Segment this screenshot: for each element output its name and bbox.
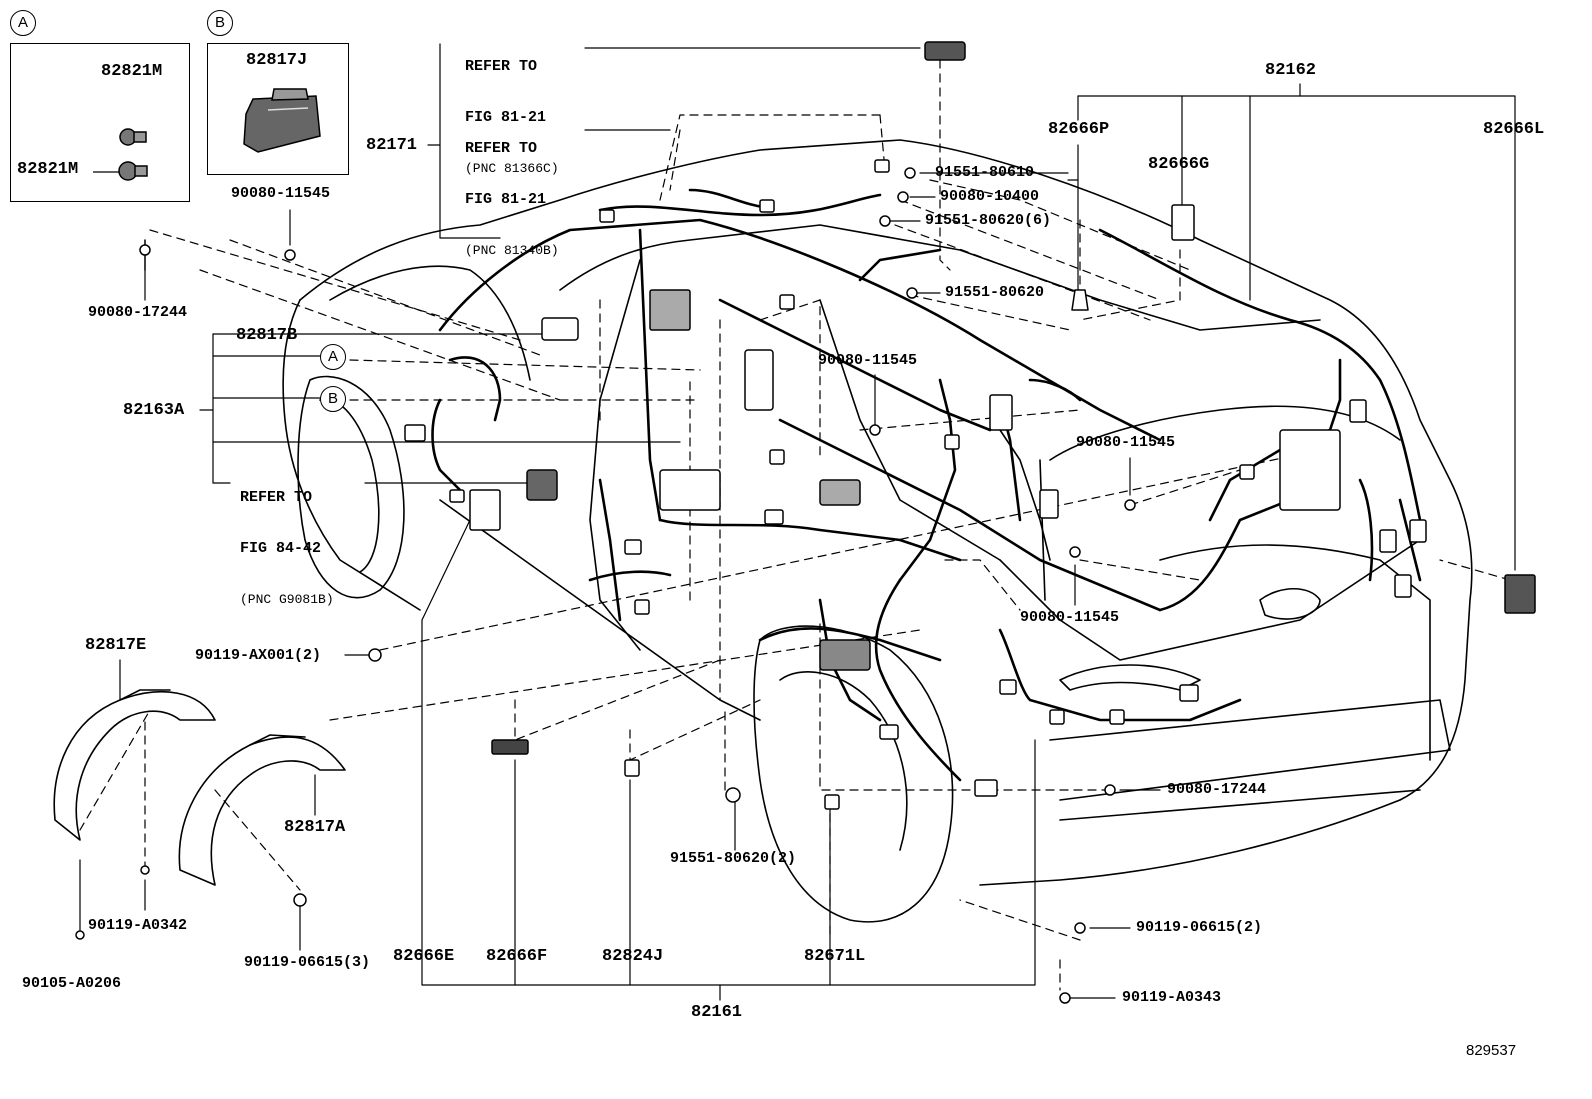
leader-lines [79, 59, 1511, 991]
callout-b-marker: B [320, 386, 346, 412]
fastener-label-91551-80610: 91551-80610 [935, 164, 1035, 181]
inset-b-part [243, 88, 321, 153]
fastener-label-90080-11545: 90080-11545 [1020, 609, 1120, 626]
inset-b-frame [207, 43, 349, 175]
part-label-82171: 82171 [366, 136, 418, 155]
reference-line3: (PNC G9081B) [240, 592, 334, 607]
fastener-label-91551-80620-6: 91551-80620(6) [925, 212, 1052, 229]
inset-b-marker: B [207, 10, 233, 36]
figure-number: 829537 [1466, 1042, 1517, 1059]
inset-a-frame [10, 43, 190, 202]
part-label-82821m-top: 82821M [101, 62, 163, 81]
fastener-label-90080-17244: 90080-17244 [1167, 781, 1267, 798]
fastener-label-90119-06615-3: 90119-06615(3) [244, 954, 371, 971]
reference-line3: (PNC 81340B) [465, 243, 559, 258]
fastener-label-90080-11545: 90080-11545 [818, 352, 918, 369]
part-label-82666e: 82666E [393, 947, 455, 966]
fastener-label-90080-10400: 90080-10400 [940, 188, 1040, 205]
callout-a-marker: A [320, 344, 346, 370]
part-label-82666l: 82666L [1483, 120, 1545, 139]
fastener-label-90080-11545: 90080-11545 [1076, 434, 1176, 451]
inset-a-marker: A [10, 10, 36, 36]
reference-line3: (PNC 81366C) [465, 161, 559, 176]
fastener-label-91551-80620: 91551-80620 [945, 284, 1045, 301]
part-label-82821m-bottom: 82821M [17, 160, 79, 179]
fastener-label-90119-a0342: 90119-A0342 [88, 917, 188, 934]
reference-line2: FIG 81-21 [465, 191, 547, 208]
part-label-82162: 82162 [1265, 61, 1317, 80]
part-label-82817a: 82817A [284, 818, 346, 837]
part-label-82817e: 82817E [85, 636, 147, 655]
part-label-82824j: 82824J [602, 947, 664, 966]
part-label-82666p: 82666P [1048, 120, 1110, 139]
part-label-82817j: 82817J [246, 51, 308, 70]
part-label-82161: 82161 [691, 1003, 743, 1022]
fastener-label-90119-a0343: 90119-A0343 [1122, 989, 1222, 1006]
fastener-label-90080-17244: 90080-17244 [88, 304, 188, 321]
fender-liners [53, 689, 346, 886]
part-label-82163a: 82163A [123, 401, 185, 420]
reference-line1: REFER TO [465, 140, 538, 157]
reference-fig-84-42: REFER TO FIG 84-42 (PNC G9081B) [240, 455, 334, 642]
reference-line1: REFER TO [465, 58, 538, 75]
part-label-82817b: 82817B [236, 326, 298, 345]
fastener-label-90119-06615-2: 90119-06615(2) [1136, 919, 1263, 936]
inset-a-parts [93, 128, 148, 181]
part-label-82666g: 82666G [1148, 155, 1210, 174]
part-label-82671l: 82671L [804, 947, 866, 966]
vehicle-body-outline [282, 139, 1473, 923]
reference-line2: FIG 81-21 [465, 109, 547, 126]
reference-fig-81-21-b: REFER TO FIG 81-21 (PNC 81340B) [465, 106, 559, 293]
part-label-82666f: 82666F [486, 947, 548, 966]
reference-line1: REFER TO [240, 489, 313, 506]
reference-line2: FIG 84-42 [240, 540, 322, 557]
fastener-label-91551-80620-2: 91551-80620(2) [670, 850, 797, 867]
reference-fig-81-21-a: REFER TO FIG 81-21 (PNC 81366C) [465, 24, 559, 211]
fastener-label-90105-a0206: 90105-A0206 [22, 975, 122, 992]
fastener-label-90080-11545: 90080-11545 [231, 185, 331, 202]
connectors [75, 41, 1536, 1004]
fastener-label-90119-ax001-2: 90119-AX001(2) [195, 647, 322, 664]
